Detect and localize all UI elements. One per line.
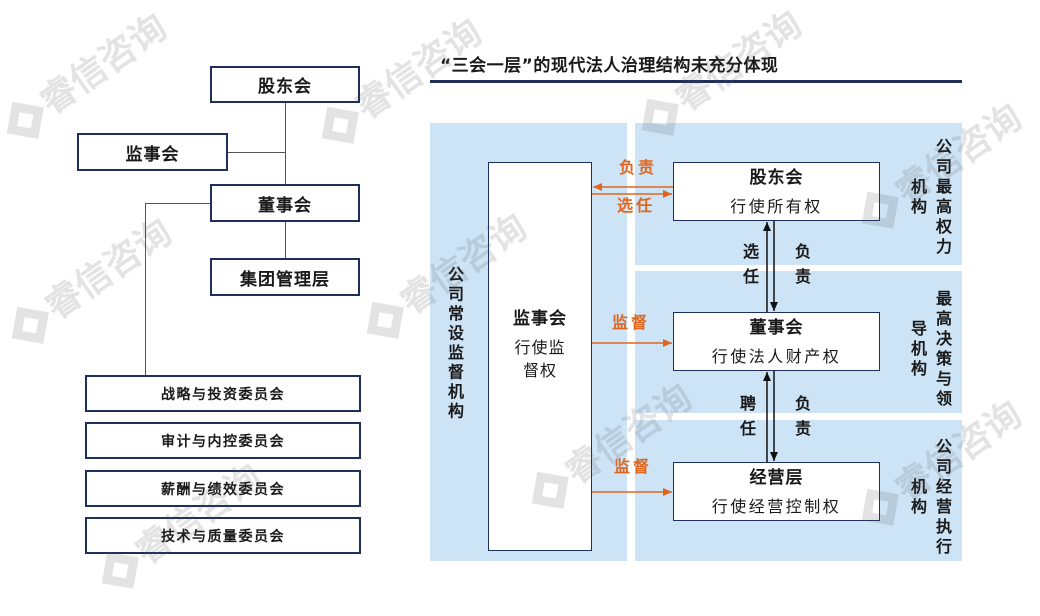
relation-label-management-responsible: 负责 [792,395,811,445]
shareholders-meeting-box: 股东会 行使所有权 [673,162,880,221]
committee-box: 战略与投资委员会 [85,375,361,412]
management-layer-box: 经营层 行使经营控制权 [673,462,880,521]
org-shareholders-box: 股东会 [210,66,360,103]
shareholders-category-label: 公司最高权力机构 [908,137,952,258]
shareholders-meeting-role: 行使所有权 [730,197,823,216]
board-of-directors-name: 董事会 [749,318,804,338]
relation-label-supervise-board: 监督 [612,313,651,332]
relation-label-elect: 选任 [617,196,656,215]
relation-label-hire-management: 聘任 [737,395,756,445]
management-layer-name: 经营层 [749,468,804,488]
committee-label: 战略与投资委员会 [161,386,285,403]
committee-label: 技术与质量委员会 [161,528,285,545]
org-supervisory-label: 监事会 [125,144,180,165]
committee-label: 审计与内控委员会 [161,433,285,450]
org-shareholders-label: 股东会 [258,77,312,97]
supervisory-board-role: 行使监督权 [514,338,566,380]
supervisory-board-name: 监事会 [513,309,567,329]
relation-label-elect-board: 选任 [740,243,759,293]
board-of-directors-role: 行使法人财产权 [711,347,842,366]
relation-label-board-responsible: 负责 [792,243,811,293]
board-of-directors-box: 董事会 行使法人财产权 [673,312,880,371]
committee-label: 薪酬与绩效委员会 [161,481,285,498]
committee-box: 薪酬与绩效委员会 [85,470,361,507]
shareholders-meeting-name: 股东会 [749,168,804,188]
org-management-label: 集团管理层 [240,269,330,290]
committee-box: 技术与质量委员会 [85,517,361,554]
board-category-label: 最高决策与领导机构 [908,289,952,410]
diagram-title: “三会一层”的现代法人治理结构未充分体现 [440,56,779,76]
relation-label-supervise-management: 监督 [614,457,653,476]
title-divider [430,80,962,83]
supervision-category-label: 公司常设监督机构 [445,266,464,422]
management-category-label: 公司经营执行机构 [908,437,952,558]
org-management-box: 集团管理层 [210,258,360,296]
supervisory-board-box: 监事会 行使监督权 [488,162,592,551]
relation-label-responsible: 负责 [619,158,658,177]
org-supervisory-box: 监事会 [77,133,228,171]
committee-box: 审计与内控委员会 [85,422,361,459]
org-board-box: 董事会 [210,184,360,222]
management-layer-role: 行使经营控制权 [711,497,842,516]
org-board-label: 董事会 [258,195,312,216]
connector-board-committees [145,203,210,375]
